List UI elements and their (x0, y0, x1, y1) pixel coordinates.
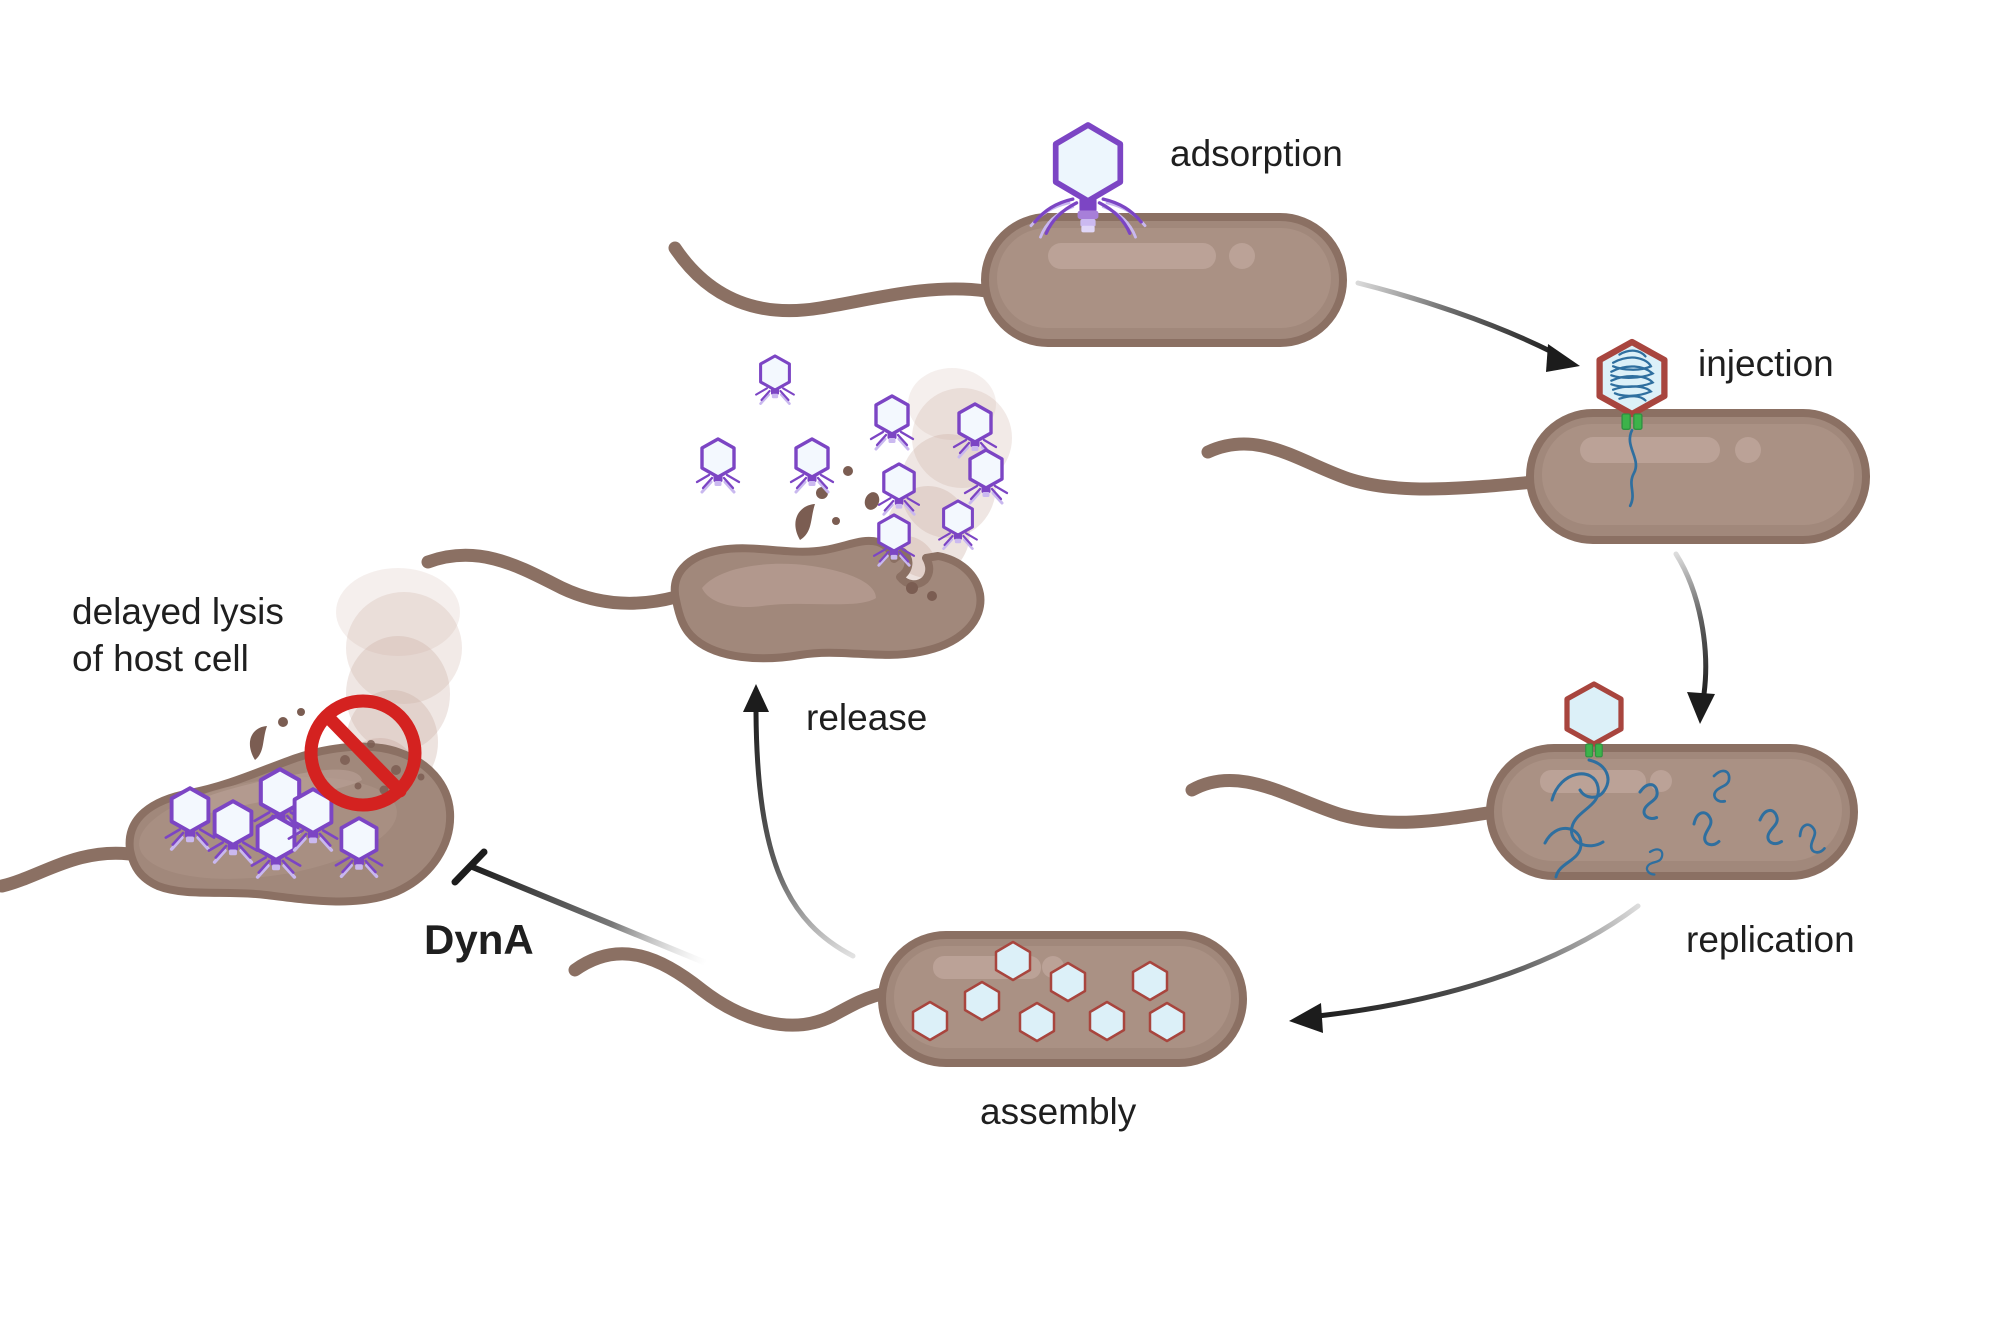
replication-bacterium (1486, 744, 1858, 880)
arrow-assembly-to-release (743, 684, 856, 959)
label-dyna: DynA (424, 916, 534, 963)
blocked-splash-icon (249, 708, 425, 795)
label-injection: injection (1698, 343, 1834, 384)
label-release: release (806, 697, 928, 738)
label-assembly: assembly (980, 1091, 1137, 1132)
empty-capsid-icon (1564, 681, 1624, 758)
label-adsorption: adsorption (1170, 133, 1343, 174)
release-lysed-cell (670, 466, 985, 663)
label-delayed-lysis-line1: delayed lysis (72, 591, 284, 632)
arrow-injection-to-replication (1673, 551, 1715, 724)
injecting-phage-dna-icon (1596, 338, 1668, 508)
label-delayed-lysis-line2: of host cell (72, 638, 249, 680)
injection-bacterium (1526, 409, 1870, 544)
delayed-flagellum (0, 846, 137, 893)
prohibition-icon (304, 694, 422, 812)
arrow-replication-to-assembly (1289, 903, 1641, 1033)
arrow-adsorption-to-injection (1355, 280, 1580, 372)
replicated-dna (1543, 758, 1827, 879)
label-delayed-lysis: delayed lysis of host cell (72, 588, 284, 683)
dyna-inhibition-tbar-icon (451, 848, 709, 966)
replication-flagellum (1185, 774, 1501, 829)
assembly-flagellum (568, 947, 893, 1032)
adsorption-flagellum (668, 241, 993, 318)
assembly-bacterium (878, 931, 1247, 1067)
injection-flagellum (1201, 437, 1541, 496)
label-replication: replication (1686, 919, 1855, 960)
release-flagellum (421, 548, 683, 610)
adsorption-bacterium (981, 213, 1347, 347)
